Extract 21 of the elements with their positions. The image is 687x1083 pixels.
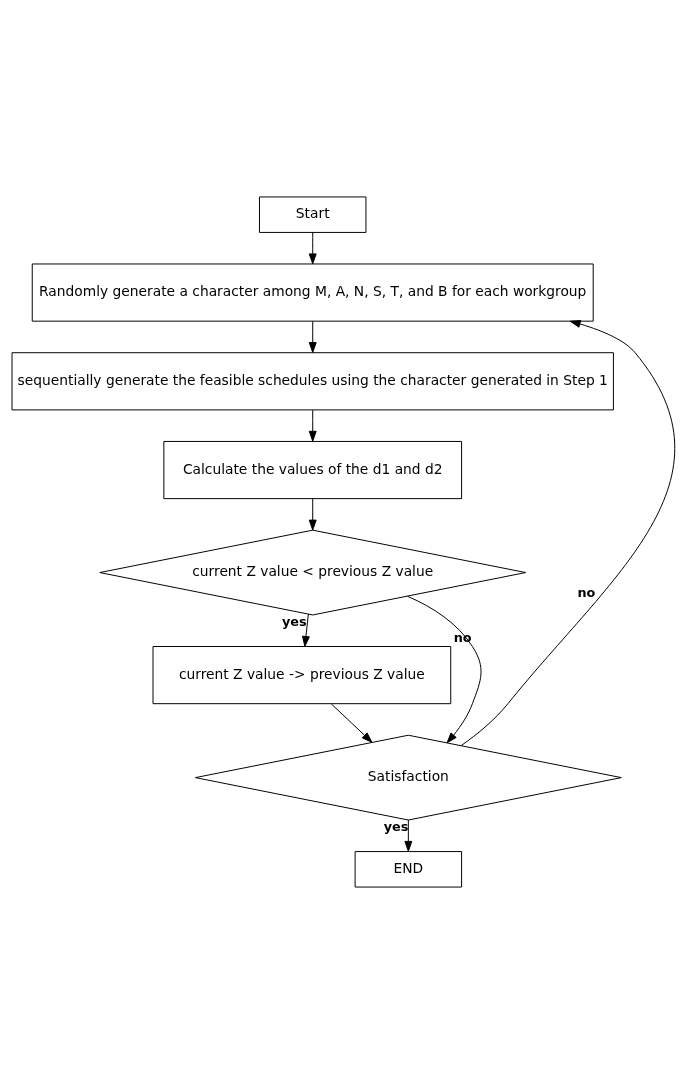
node-diamond: Satisfaction [194, 734, 622, 820]
arrow [308, 231, 317, 264]
node-box: sequentially generate the feasible schedules using the character generated in Step 1 [11, 351, 614, 410]
edge-label: no [577, 584, 596, 600]
node-box: Randomly generate a character among M, A, N, S, T, and B for each workgroup [31, 263, 594, 322]
node-box: Start [259, 195, 367, 233]
arrow [330, 702, 373, 743]
arrow [404, 819, 413, 852]
arrow [308, 409, 317, 442]
node-diamond: current Z value < previous Z value [99, 529, 527, 615]
node-box: Calculate the values of the d1 and d2 [163, 440, 463, 499]
edge-label: yes [383, 818, 409, 834]
edge-label: yes [281, 613, 307, 629]
arrow [308, 320, 317, 353]
arrow [302, 613, 310, 647]
node-box: current Z value -> previous Z value [152, 645, 452, 704]
node-box: END [354, 850, 463, 888]
edge-label: no [453, 629, 472, 645]
arrow [407, 595, 482, 743]
arrow [460, 319, 676, 746]
arrow [308, 497, 317, 530]
